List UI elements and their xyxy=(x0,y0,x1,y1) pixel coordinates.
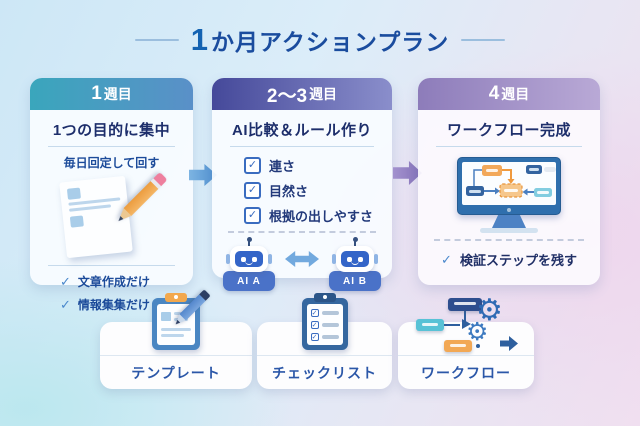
robot-a-label: AI A xyxy=(223,271,275,291)
week4-title: ワークフロー完成 xyxy=(446,122,571,139)
title-number: 1 xyxy=(190,22,210,57)
week1-check-list: ✓ 文章作成だけ ✓ 情報集集だけ xyxy=(30,273,193,313)
list-item: ✓ 文章作成だけ xyxy=(60,273,193,290)
title-line-right xyxy=(461,39,506,41)
divider xyxy=(436,146,582,147)
robot-head-icon xyxy=(332,246,378,272)
clipboard-icon: ✓ ✓ ✓ xyxy=(301,293,348,350)
week1-title: 1つの目的に集中 xyxy=(52,122,171,139)
robot-b-label: AI B xyxy=(329,271,381,291)
checklist-label: チェックリスト xyxy=(272,365,377,381)
check-icon: ✓ xyxy=(60,296,71,312)
dashed-divider xyxy=(228,231,376,233)
document-pencil-icon xyxy=(57,171,168,261)
antenna-icon xyxy=(246,237,252,246)
divider xyxy=(230,146,374,147)
checkbox-icon: ✓ xyxy=(244,157,261,174)
paper-block xyxy=(69,215,84,228)
week1-check-2: 情報集集だけ xyxy=(77,298,150,312)
workflow-card: ⚙ ⚙ ワークフロー xyxy=(398,296,534,389)
flow-node-teal xyxy=(416,319,444,331)
gear-icon: ⚙ xyxy=(466,318,489,346)
template-card: テンプレート xyxy=(100,289,252,389)
week2-3-header-number: 2〜3 xyxy=(266,85,308,107)
week1-header-suffix: 週目 xyxy=(103,86,132,102)
week1-header-number: 1 xyxy=(91,83,102,104)
divider xyxy=(48,265,175,266)
clipboard-icon xyxy=(152,289,211,350)
robot-b-icon: AI B xyxy=(327,237,383,291)
antenna-icon xyxy=(352,237,358,246)
check-icon: ✓ xyxy=(60,273,71,289)
double-arrow-icon xyxy=(285,251,319,267)
monitor-base xyxy=(480,228,538,233)
checklist-icon: ✓ ✓ ✓ xyxy=(301,293,348,350)
week4-header-suffix: 週目 xyxy=(501,86,530,102)
divider xyxy=(100,355,252,356)
paper-block xyxy=(66,187,81,200)
monitor-icon xyxy=(453,157,565,233)
week1-subtitle: 毎日回定して回す xyxy=(63,156,160,170)
robot-head-icon xyxy=(226,246,272,272)
template-icon xyxy=(152,289,211,350)
arrow-right-icon xyxy=(500,336,518,351)
arrow-right-icon xyxy=(462,319,471,329)
flowchart-icon xyxy=(466,165,556,198)
divider xyxy=(257,355,392,356)
checklist-card: ✓ ✓ ✓ チェックリスト xyxy=(257,293,392,389)
title-line-left xyxy=(134,39,179,41)
robot-comparison: AI A AI B xyxy=(212,237,392,291)
checkbox-icon: ✓ xyxy=(244,207,261,224)
title-label: か月アクションプラン xyxy=(211,29,450,55)
workflow-label: ワークフロー xyxy=(421,365,511,381)
list-item: ✓ 連さ xyxy=(244,156,392,175)
workflow-icon: ⚙ ⚙ xyxy=(414,296,518,354)
robot-a-icon: AI A xyxy=(221,237,277,291)
divider xyxy=(398,355,534,356)
criteria-1: 連さ xyxy=(269,159,296,174)
week4-check-item: ✓ 検証ステップを残す xyxy=(418,250,600,269)
week4-header-number: 4 xyxy=(488,83,500,104)
checkbox-icon: ✓ xyxy=(244,182,261,199)
flow-node-navy xyxy=(448,298,482,311)
monitor-screen xyxy=(462,162,556,205)
divider xyxy=(48,146,175,147)
gear-icon: ⚙ xyxy=(476,294,503,327)
list-item: ✓ 目然さ xyxy=(244,181,392,200)
comparison-checklist: ✓ 連さ ✓ 目然さ ✓ 根拠の出しやすさ xyxy=(212,156,392,225)
week2-3-title: AI比較＆ルール作り xyxy=(231,122,372,139)
monitor-stand xyxy=(492,215,526,228)
criteria-2: 目然さ xyxy=(269,184,309,199)
check-icon: ✓ xyxy=(441,251,452,267)
list-item: ✓ 情報集集だけ xyxy=(60,296,193,313)
week2-3-header-suffix: 週目 xyxy=(309,86,338,102)
monitor-frame xyxy=(457,157,561,215)
dashed-divider xyxy=(434,239,584,241)
monitor-camera-dot xyxy=(507,208,511,212)
week1-check-1: 文章作成だけ xyxy=(77,275,150,289)
template-label: テンプレート xyxy=(131,365,221,381)
list-item: ✓ 根拠の出しやすさ xyxy=(244,206,392,225)
criteria-3: 根拠の出しやすさ xyxy=(269,209,373,224)
week4-check-label: 検証ステップを残す xyxy=(459,253,577,268)
flow-node-orange xyxy=(444,340,472,352)
